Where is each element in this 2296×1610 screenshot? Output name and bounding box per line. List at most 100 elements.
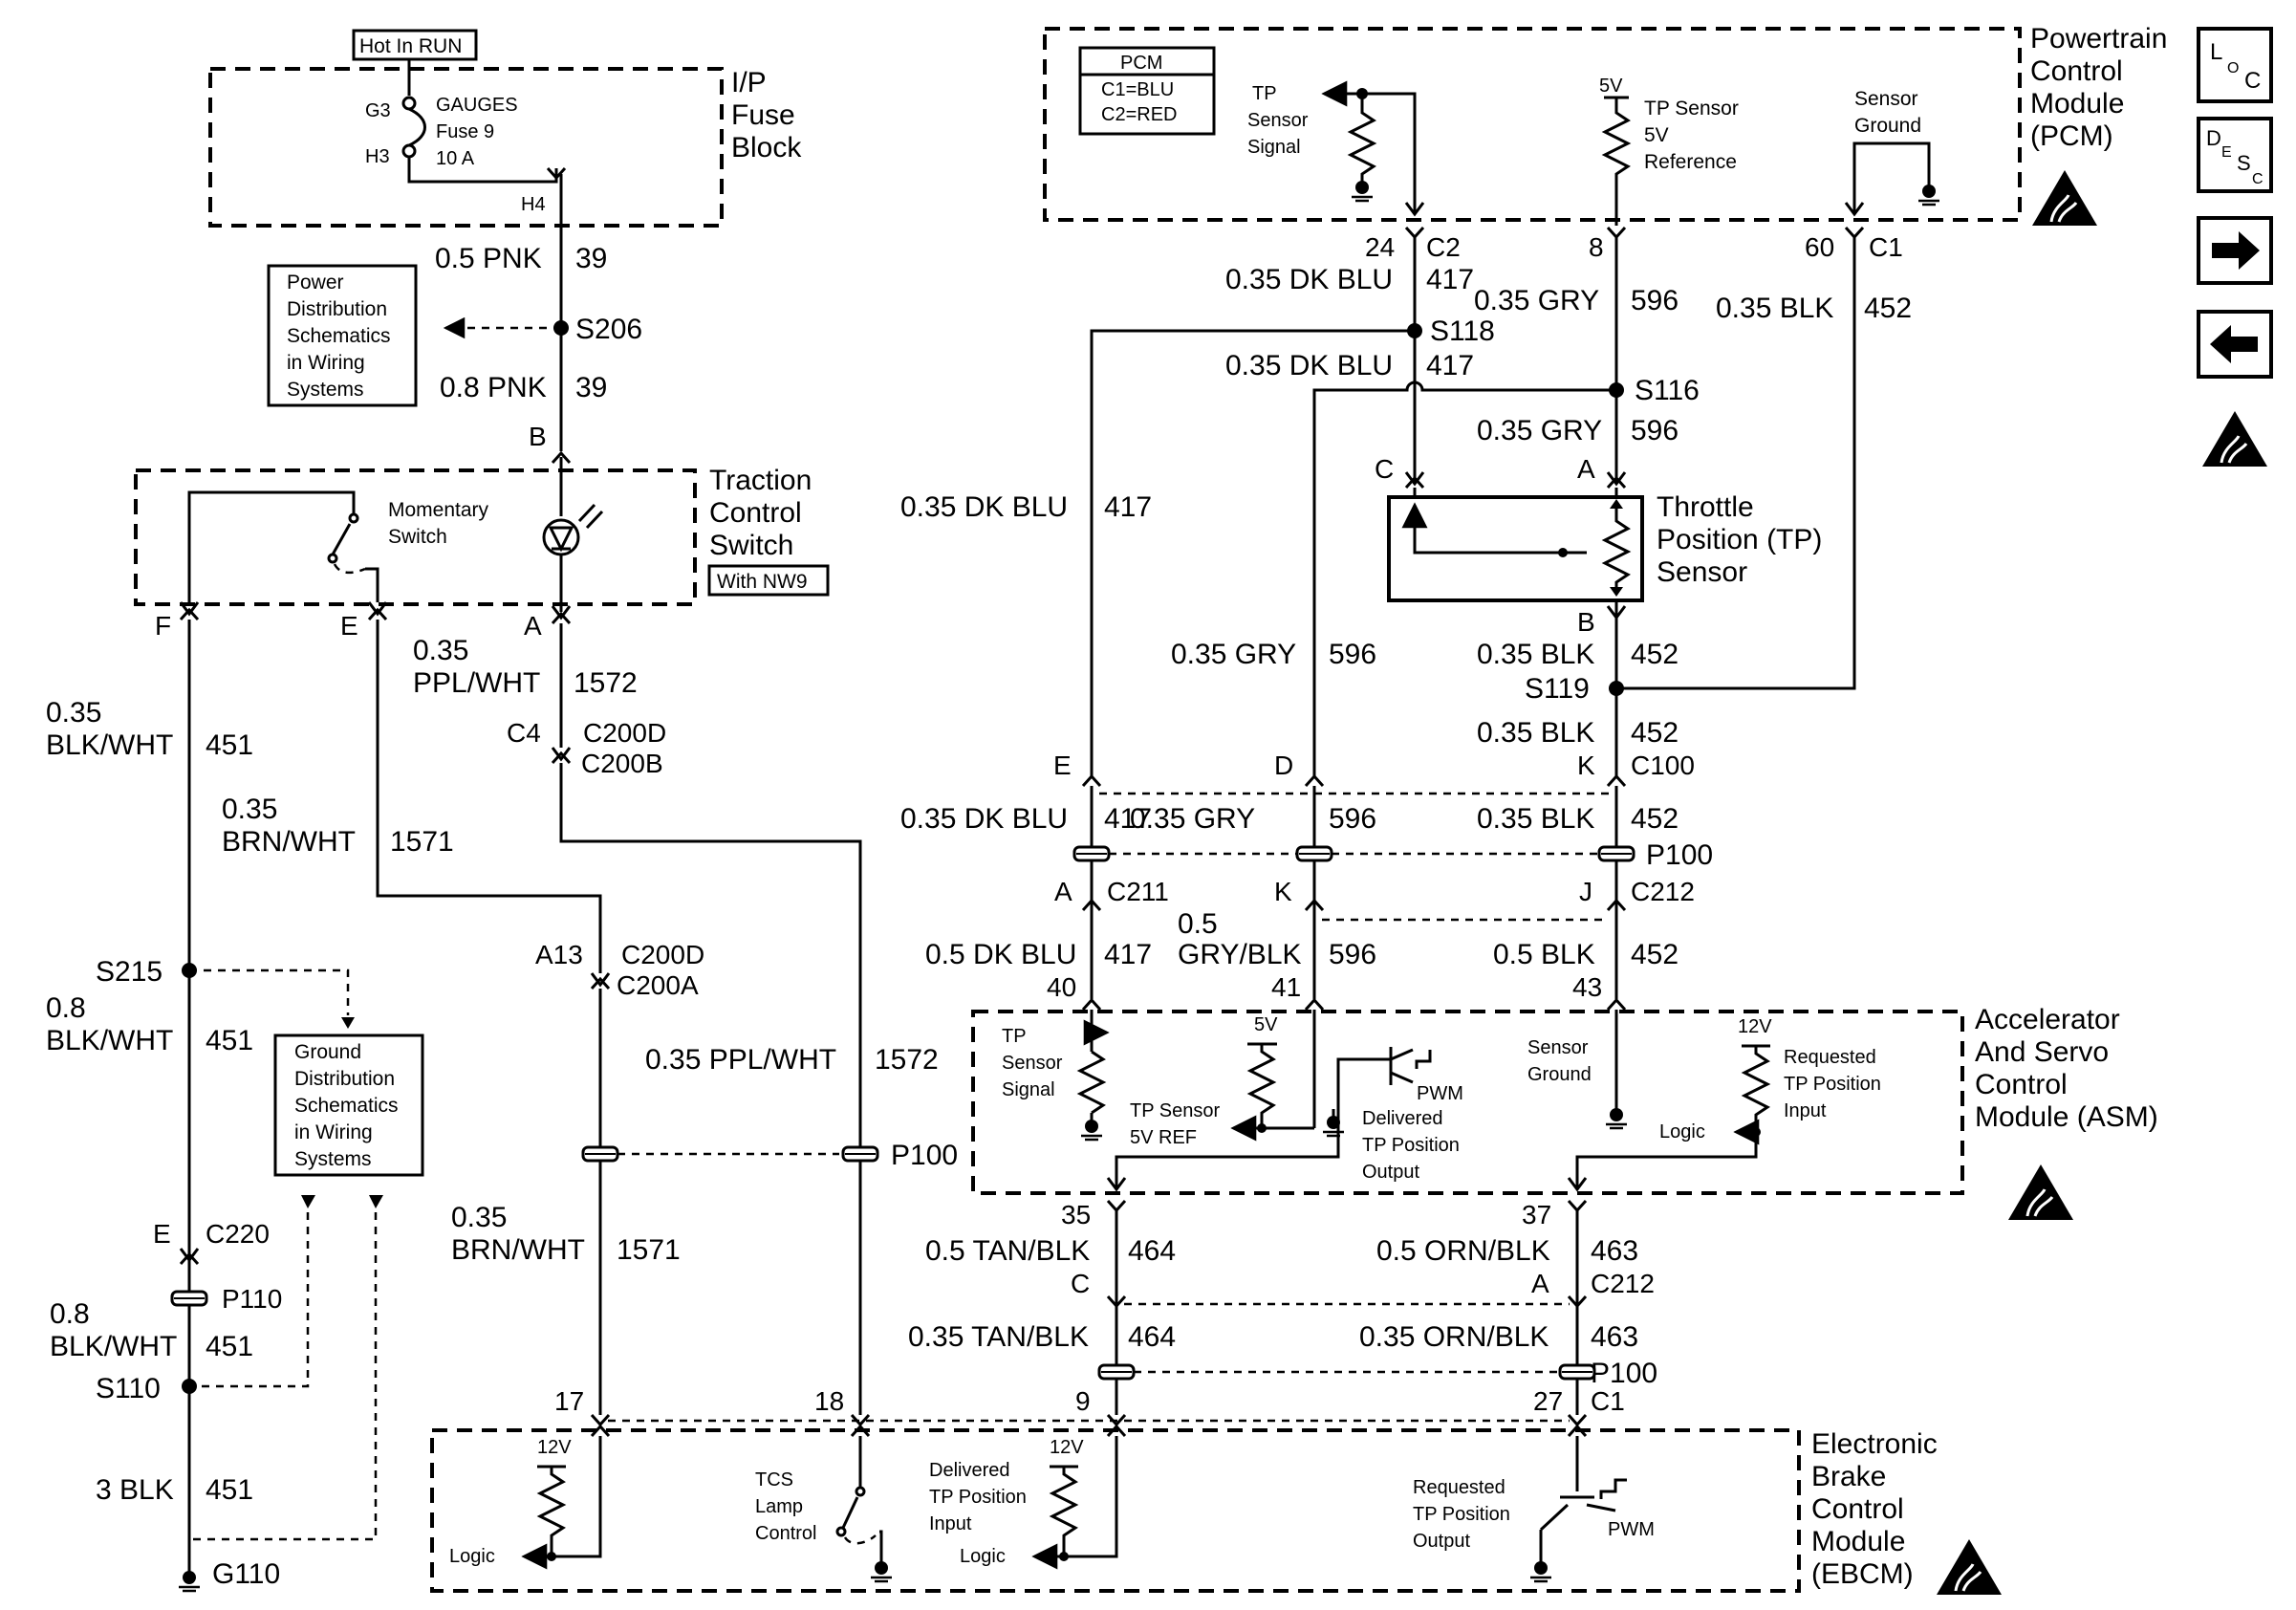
asm-5v: 5V (1254, 1014, 1278, 1035)
nav-next-button[interactable] (2197, 216, 2273, 285)
pcm-tp-ref-2: 5V (1644, 124, 1669, 146)
ebcm-delivered-3: Input (929, 1513, 972, 1534)
c200d-label-a: C200D (583, 718, 666, 748)
nav-prev-button[interactable] (2197, 310, 2273, 379)
wire-417-gauge-b: 0.35 DK BLU (1225, 350, 1393, 381)
c212-pin-c: C (1071, 1269, 1090, 1298)
loc-icon-c: C (2244, 68, 2261, 94)
power-dist-line-1: Power (287, 272, 344, 294)
ebcm-requested-3: Output (1413, 1531, 1470, 1552)
wire-1572-gauge-a1: 0.35 (413, 635, 468, 666)
ground-dist-line-1: Ground (294, 1041, 361, 1063)
ebcm-requested-2: TP Position (1413, 1504, 1510, 1525)
ebcm-tcs-lamp-3: Control (755, 1523, 816, 1544)
ebcm-pin-18: 18 (814, 1386, 844, 1416)
right-arrow-icon (2212, 231, 2260, 270)
c211-label: C211 (1107, 877, 1169, 906)
ebcm-pwm: PWM (1608, 1519, 1655, 1540)
wire-596-circuit-a: 596 (1631, 285, 1679, 316)
c100-pin-k: K (1577, 751, 1595, 780)
fuse-line-2: Fuse 9 (436, 121, 494, 142)
ground-dist-line-4: in Wiring (294, 1121, 373, 1143)
wire-1572-gauge-b: 0.35 PPL/WHT (645, 1044, 836, 1076)
pcm-legend-c2: C2=RED (1101, 104, 1177, 125)
ebcm-12v-a: 12V (537, 1437, 572, 1458)
ground-distribution-box: Ground Distribution Schematics in Wiring… (273, 1033, 424, 1177)
wire-451-circuit-c: 451 (206, 1331, 253, 1362)
c200b-label: C200B (581, 749, 663, 778)
asm-tp-signal-3: Signal (1002, 1079, 1055, 1100)
wire-417-circuit-d: 417 (1104, 803, 1152, 835)
wire-417-circuit-e: 417 (1104, 939, 1152, 970)
asm-tp-signal-1: TP (1002, 1026, 1027, 1047)
wire-451-gauge-d: 3 BLK (96, 1474, 174, 1506)
wire-417-gauge-e: 0.5 DK BLU (925, 939, 1076, 970)
splice-s119: S119 (1525, 673, 1590, 705)
asm-pin-37: 37 (1522, 1200, 1551, 1229)
wire-452-gauge-d: 0.35 BLK (1477, 803, 1594, 835)
ebcm-requested-1: Requested (1413, 1477, 1505, 1498)
asm-logic: Logic (1659, 1121, 1705, 1142)
wire-39-circuit-b: 39 (575, 372, 607, 403)
with-nw9-badge: With NW9 (717, 571, 808, 593)
pin-h3: H3 (365, 146, 390, 167)
wire-451-gauge-a1: 0.35 (46, 697, 101, 729)
c212-label: C212 (1631, 877, 1695, 906)
wire-464-gauge-b: 0.35 TAN/BLK (908, 1321, 1089, 1353)
asm-pin-35: 35 (1061, 1200, 1091, 1229)
power-distribution-box: Power Distribution Schematics in Wiring … (267, 264, 418, 407)
asm-module: TP Sensor Signal 5V TP Sensor 5V REF PWM… (971, 1004, 2158, 1222)
wire-417-gauge-d: 0.35 DK BLU (900, 803, 1068, 835)
nav-desc-button[interactable]: D E S C (2197, 117, 2273, 193)
left-arrow-icon (2210, 325, 2258, 363)
ebcm-12v-b: 12V (1050, 1437, 1084, 1458)
asm-pwm: PWM (1417, 1083, 1463, 1104)
c100-pin-e: E (1053, 751, 1072, 780)
ebcm-title-2: Brake (1811, 1461, 1886, 1492)
asm-delivered-2: TP Position (1362, 1135, 1460, 1156)
pcm-c1: C1 (1869, 232, 1903, 262)
wire-417-circuit-a: 417 (1426, 264, 1474, 295)
pcm-tp-ref-3: Reference (1644, 151, 1737, 173)
tcs-switch-title-1: Traction (709, 465, 812, 496)
nav-loc-button[interactable]: L O C (2197, 27, 2273, 103)
wire-452-circuit-d: 452 (1631, 803, 1679, 835)
wire-417-gauge-c: 0.35 DK BLU (900, 491, 1068, 523)
pcm-title-2: Control (2030, 55, 2123, 87)
wire-1572-circuit-b: 1572 (875, 1044, 939, 1076)
pin-e: E (340, 611, 358, 641)
wire-463-gauge-a: 0.5 ORN/BLK (1376, 1235, 1550, 1267)
pcm-pin-60: 60 (1805, 232, 1834, 262)
splice-s206: S206 (575, 314, 642, 345)
wire-452-gauge-c: 0.35 BLK (1477, 717, 1594, 749)
pcm-sensor-ground-2: Ground (1854, 115, 1921, 137)
power-dist-line-3: Schematics (287, 325, 391, 347)
desc-icon-e: E (2221, 144, 2232, 161)
power-dist-line-2: Distribution (287, 298, 387, 320)
asm-requested-2: TP Position (1784, 1074, 1881, 1095)
fuse-block-title-1: I/P (731, 67, 767, 98)
ebcm-pin-17: 17 (554, 1386, 584, 1416)
fuse-line-3: 10 A (436, 148, 475, 169)
traction-control-switch: Momentary Switch Traction Control Switch… (134, 450, 830, 641)
pcm-tp-signal-2: Sensor (1247, 110, 1309, 131)
wire-596-circuit-b: 596 (1631, 415, 1679, 446)
ebcm-pin-27: 27 (1533, 1386, 1563, 1416)
pcm-title-1: Powertrain (2030, 23, 2167, 54)
tp-pin-c: C (1375, 454, 1394, 484)
asm-delivered-1: Delivered (1362, 1108, 1442, 1129)
wire-417-circuit-b: 417 (1426, 350, 1474, 381)
ebcm-logic-a: Logic (449, 1546, 495, 1567)
c200d-label-b: C200D (621, 940, 704, 969)
wire-39-circuit-a: 39 (575, 243, 607, 274)
ebcm-title-1: Electronic (1811, 1428, 1938, 1460)
wire-596-gauge-c: 0.35 GRY (1171, 639, 1296, 670)
wire-1571-gauge-a2: BRN/WHT (222, 826, 356, 858)
pcm-pin-8: 8 (1589, 232, 1604, 262)
pcm-sensor-ground-1: Sensor (1854, 88, 1918, 110)
ground-g110: G110 (212, 1558, 280, 1590)
pcm-legend-c1: C1=BLU (1101, 79, 1174, 100)
wire-1572-gauge-a2: PPL/WHT (413, 667, 540, 699)
c100-pin-d: D (1274, 751, 1293, 780)
pin-h4: H4 (521, 194, 546, 215)
